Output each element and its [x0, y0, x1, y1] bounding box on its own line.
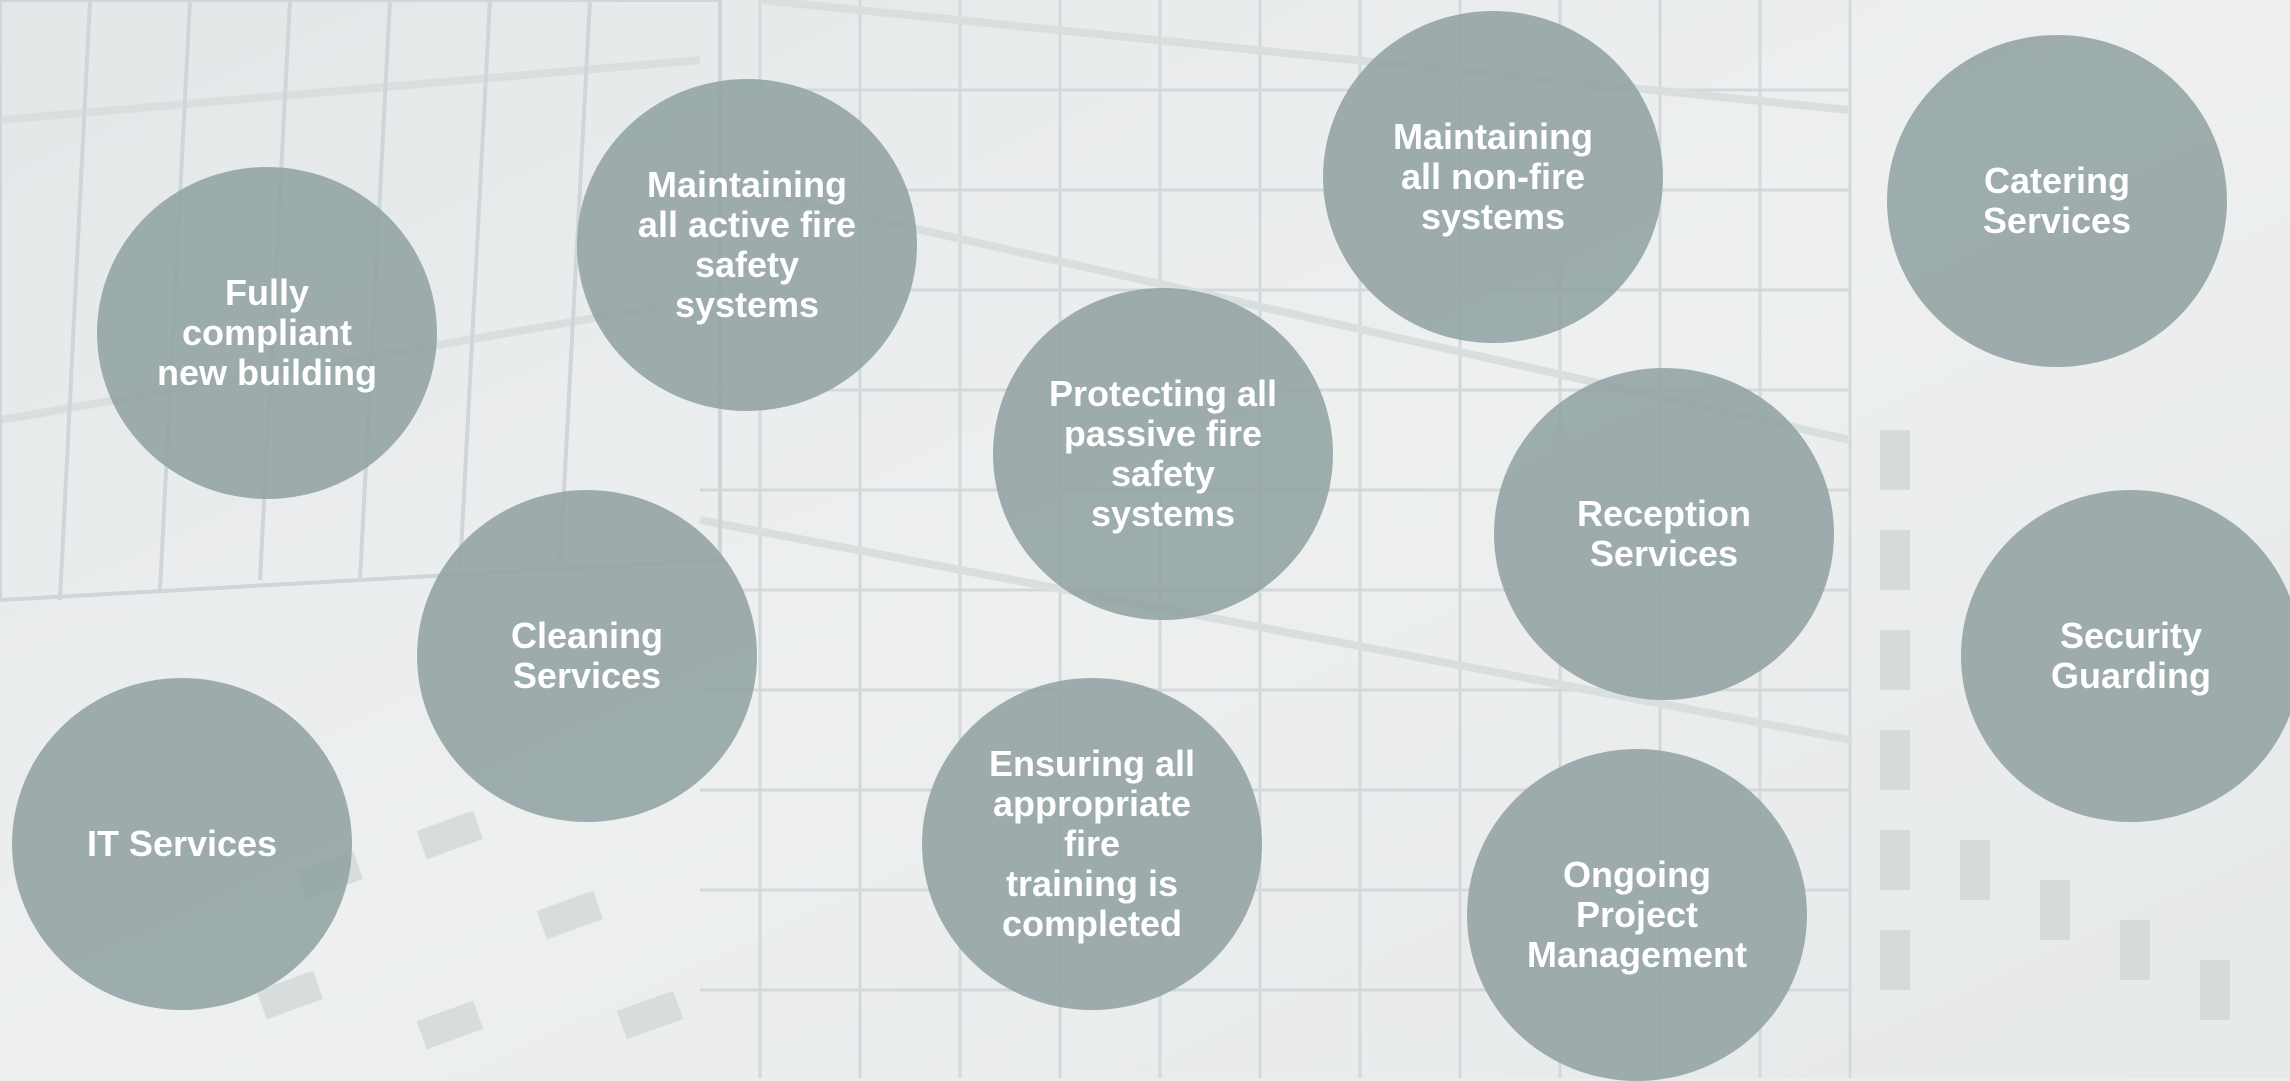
- bubble-it-services: IT Services: [12, 678, 352, 1010]
- bubble-label: Security Guarding: [2051, 615, 2211, 696]
- bubble-reception-services: Reception Services: [1494, 368, 1834, 700]
- bubble-catering-services: Catering Services: [1887, 35, 2227, 367]
- bubble-label: Maintaining all non-fire systems: [1393, 116, 1593, 237]
- bubble-label: Protecting all passive fire safety syste…: [1048, 373, 1278, 534]
- bubble-label: Ensuring all appropriate fire training i…: [988, 743, 1196, 944]
- bubble-label: Reception Services: [1576, 493, 1752, 574]
- bubble-security-guarding: Security Guarding: [1961, 490, 2290, 822]
- bubble-label: IT Services: [86, 823, 278, 864]
- bubble-label: Maintaining all active fire safety syste…: [637, 164, 857, 325]
- bubble-label: Ongoing Project Management: [1526, 854, 1748, 975]
- bubble-fully-compliant-new-building: Fully compliant new building: [97, 167, 437, 499]
- bubble-fire-training: Ensuring all appropriate fire training i…: [922, 678, 1262, 1010]
- bubble-label: Fully compliant new building: [157, 272, 377, 393]
- bubble-label: Catering Services: [1982, 160, 2132, 241]
- bubble-label: Cleaning Services: [510, 615, 663, 696]
- bubble-active-fire-safety: Maintaining all active fire safety syste…: [577, 79, 917, 411]
- bubble-non-fire-systems: Maintaining all non-fire systems: [1323, 11, 1663, 343]
- bubble-passive-fire-safety: Protecting all passive fire safety syste…: [993, 288, 1333, 620]
- bubble-project-management: Ongoing Project Management: [1467, 749, 1807, 1081]
- bubble-cleaning-services: Cleaning Services: [417, 490, 757, 822]
